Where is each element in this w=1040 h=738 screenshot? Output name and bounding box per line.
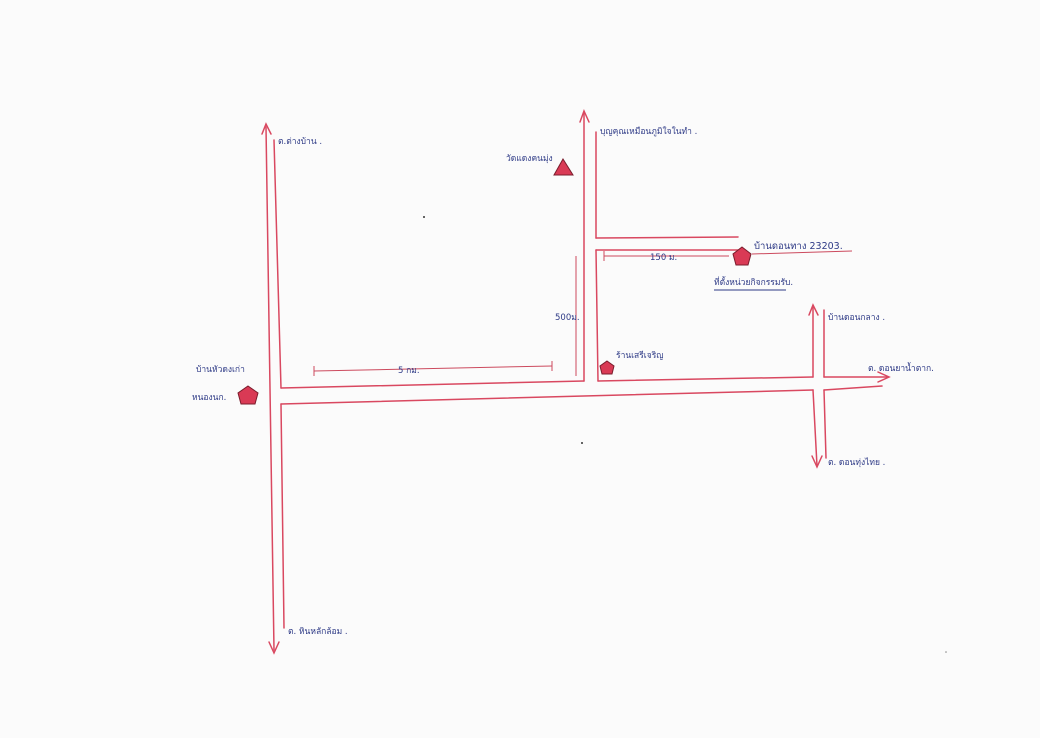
arrowhead-icon (808, 303, 819, 316)
east-road-edge-2 (812, 389, 818, 467)
markers (237, 158, 752, 405)
label-dist-150: 150 ม. (650, 253, 677, 263)
center-road-edge-3 (595, 249, 599, 382)
label-north-center: บุญคุณเหมือนภูมิใจในทำ . (600, 126, 697, 137)
arrowhead-icon (579, 109, 590, 123)
label-west-site-1: บ้านหัวดงเก่า (196, 364, 245, 375)
label-junction-site: ร้านเสรีเจริญ (616, 350, 664, 361)
distance-indicators (313, 251, 729, 376)
dim-5km-line (313, 365, 553, 372)
east-road-edge-4 (823, 389, 827, 459)
arrowhead-icon (268, 641, 280, 655)
east-road-edge-6 (823, 385, 883, 391)
main-road-edge-north-a (280, 380, 585, 389)
label-east-south: ต. ดอนทุ่งไทย . (828, 457, 885, 468)
label-dist-500: 500ม. (555, 313, 580, 323)
pentagon-icon (732, 246, 752, 266)
pentagon-icon (599, 360, 615, 375)
label-east-road: ต. ดอนยาน้ำตาก. (868, 362, 934, 374)
labels: ต.ต่างบ้าน . บุญคุณเหมือนภูมิใจในทำ . วั… (192, 126, 934, 637)
site-underline (751, 250, 853, 255)
speck (945, 651, 947, 653)
arrowhead-icon (877, 371, 891, 383)
main-road-edge-north-b (597, 376, 814, 382)
west-road-edge-2 (273, 139, 282, 389)
arrowhead-icon (811, 455, 823, 469)
west-road-edge-3 (280, 403, 285, 629)
label-south-left: ต. หินหลักล้อม . (288, 626, 348, 637)
arrowhead-icon (261, 122, 272, 135)
label-east-north: บ้านดอนกลาง . (828, 312, 885, 323)
road-network (261, 109, 891, 655)
label-main-site: บ้านดอนทาง 23203. (754, 241, 843, 252)
speck (423, 216, 425, 218)
speck (581, 442, 583, 444)
spur-road-edge-1 (595, 236, 739, 239)
west-road-edge-1 (265, 126, 275, 651)
label-north-left: ต.ต่างบ้าน . (278, 136, 322, 147)
triangle-icon (553, 158, 574, 176)
pentagon-icon (237, 385, 259, 405)
label-temple: วัดแดงคนมุ่ง (506, 154, 553, 164)
label-west-site-2: หนองนก. (192, 393, 226, 403)
label-dist-5km: 5 กม. (398, 366, 420, 376)
label-main-site-sub: ที่ตั้งหน่วยกิจกรรมรับ. (714, 276, 793, 288)
main-road-edge-south (280, 389, 814, 405)
paper-specks (423, 216, 947, 653)
